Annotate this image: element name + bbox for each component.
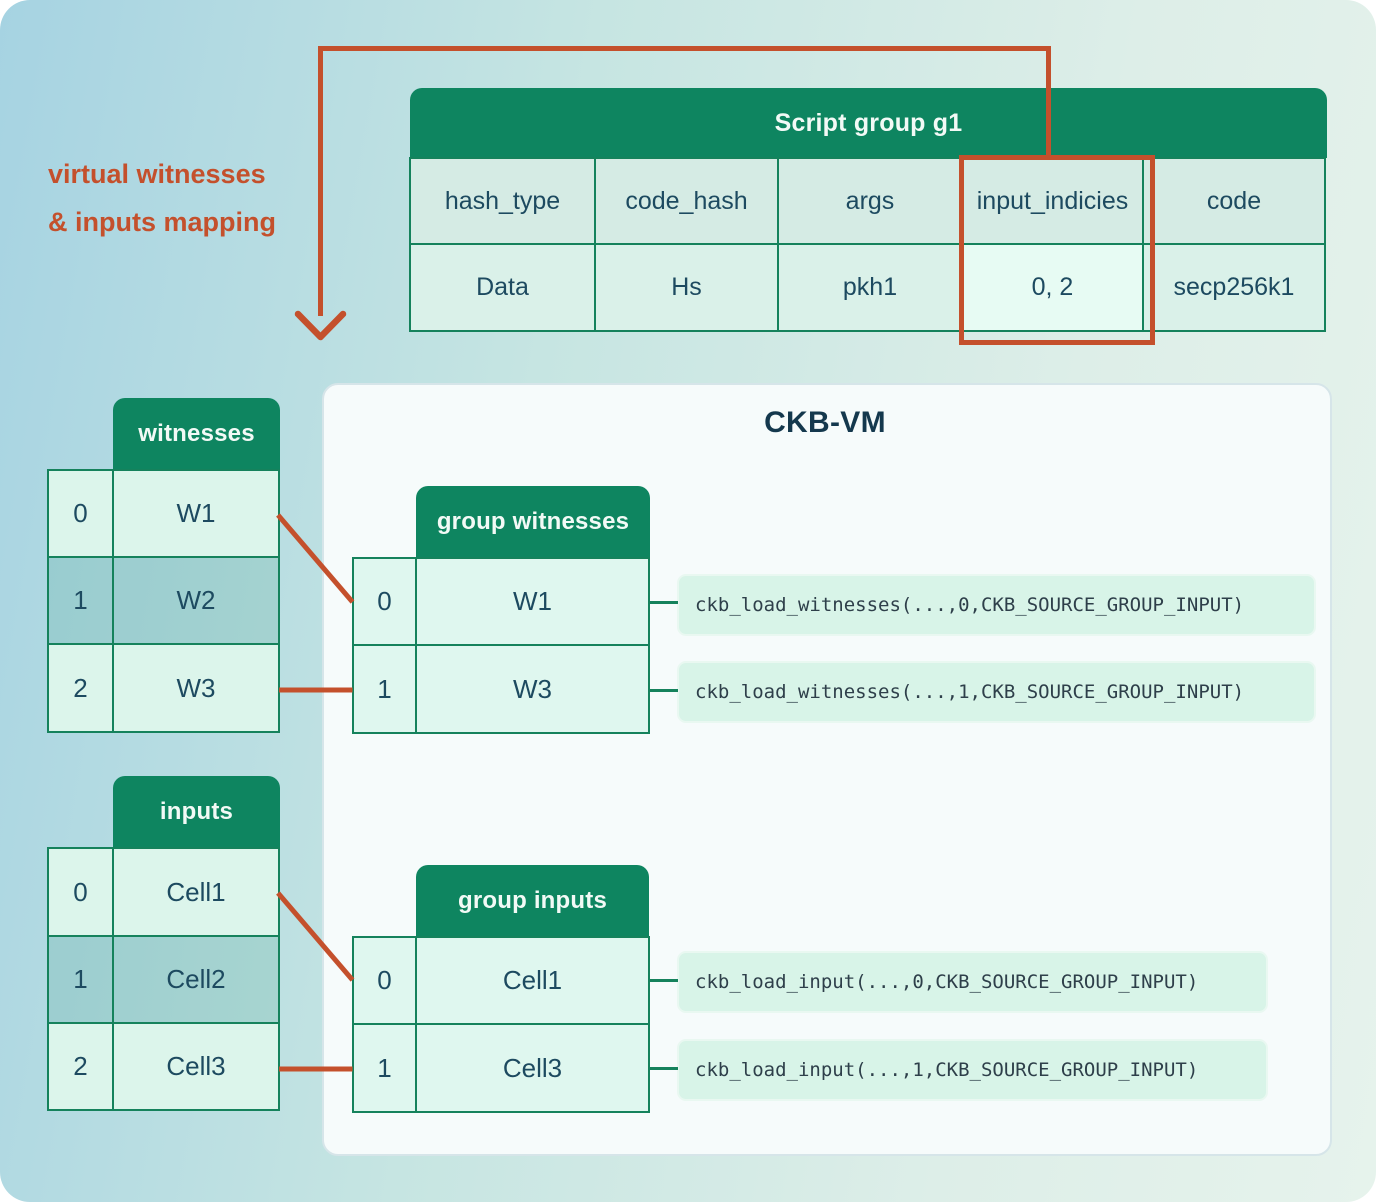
annotation-line-1: virtual witnesses [48,159,266,189]
group-inputs-table: 0 Cell1 1 Cell3 [352,936,650,1113]
group-witnesses-row-0-value: W1 [416,558,649,645]
witnesses-row-2-index: 2 [48,644,113,732]
ckb-vm-title: CKB-VM [764,406,886,439]
value-code-hash: Hs [595,244,778,331]
inputs-row-0-index: 0 [48,848,113,936]
inputs-row-1-index: 1 [48,936,113,1023]
mapping-arrowhead-icon [294,310,347,341]
syscall-load-witnesses-1: ckb_load_witnesses(...,1,CKB_SOURCE_GROU… [677,661,1316,723]
script-group-table-title: Script group g1 [410,88,1327,158]
group-inputs-row-1-index: 1 [353,1024,416,1112]
annotation-virtual-mapping: virtual witnesses & inputs mapping [48,150,276,246]
value-hash-type: Data [410,244,595,331]
syscall-load-input-1: ckb_load_input(...,1,CKB_SOURCE_GROUP_IN… [677,1039,1268,1101]
witnesses-row-0-index: 0 [48,470,113,557]
inputs-row-2-value: Cell3 [113,1023,279,1110]
inputs-table-title: inputs [113,776,280,848]
inputs-row-0-value: Cell1 [113,848,279,936]
value-code: secp256k1 [1143,244,1325,331]
group-witnesses-row-1-index: 1 [353,645,416,733]
witnesses-table: 0 W1 1 W2 2 W3 [47,469,280,733]
syscall-load-input-0: ckb_load_input(...,0,CKB_SOURCE_GROUP_IN… [677,951,1268,1013]
group-witnesses-table: 0 W1 1 W3 [352,557,650,734]
column-header-args: args [778,158,962,244]
witnesses-row-1-value: W2 [113,557,279,644]
witnesses-row-0-value: W1 [113,470,279,557]
inputs-row-2-index: 2 [48,1023,113,1110]
group-inputs-row-1-value: Cell3 [416,1024,649,1112]
inputs-table: 0 Cell1 1 Cell2 2 Cell3 [47,847,280,1111]
group-inputs-table-title: group inputs [416,865,649,937]
group-witnesses-table-title: group witnesses [416,486,650,558]
input-indicies-highlight-box [959,155,1155,345]
group-inputs-row-0-value: Cell1 [416,937,649,1024]
group-witnesses-row-1-value: W3 [416,645,649,733]
column-header-hash-type: hash_type [410,158,595,244]
witnesses-row-2-value: W3 [113,644,279,732]
witnesses-row-1-index: 1 [48,557,113,644]
script-group-table: hash_type code_hash args input_indicies … [409,157,1326,332]
syscall-load-witnesses-0: ckb_load_witnesses(...,0,CKB_SOURCE_GROU… [677,574,1316,636]
group-witnesses-row-0-index: 0 [353,558,416,645]
annotation-line-2: & inputs mapping [48,207,276,237]
column-header-code: code [1143,158,1325,244]
inputs-row-1-value: Cell2 [113,936,279,1023]
value-args: pkh1 [778,244,962,331]
group-inputs-row-0-index: 0 [353,937,416,1024]
witnesses-table-title: witnesses [113,398,280,470]
column-header-code-hash: code_hash [595,158,778,244]
